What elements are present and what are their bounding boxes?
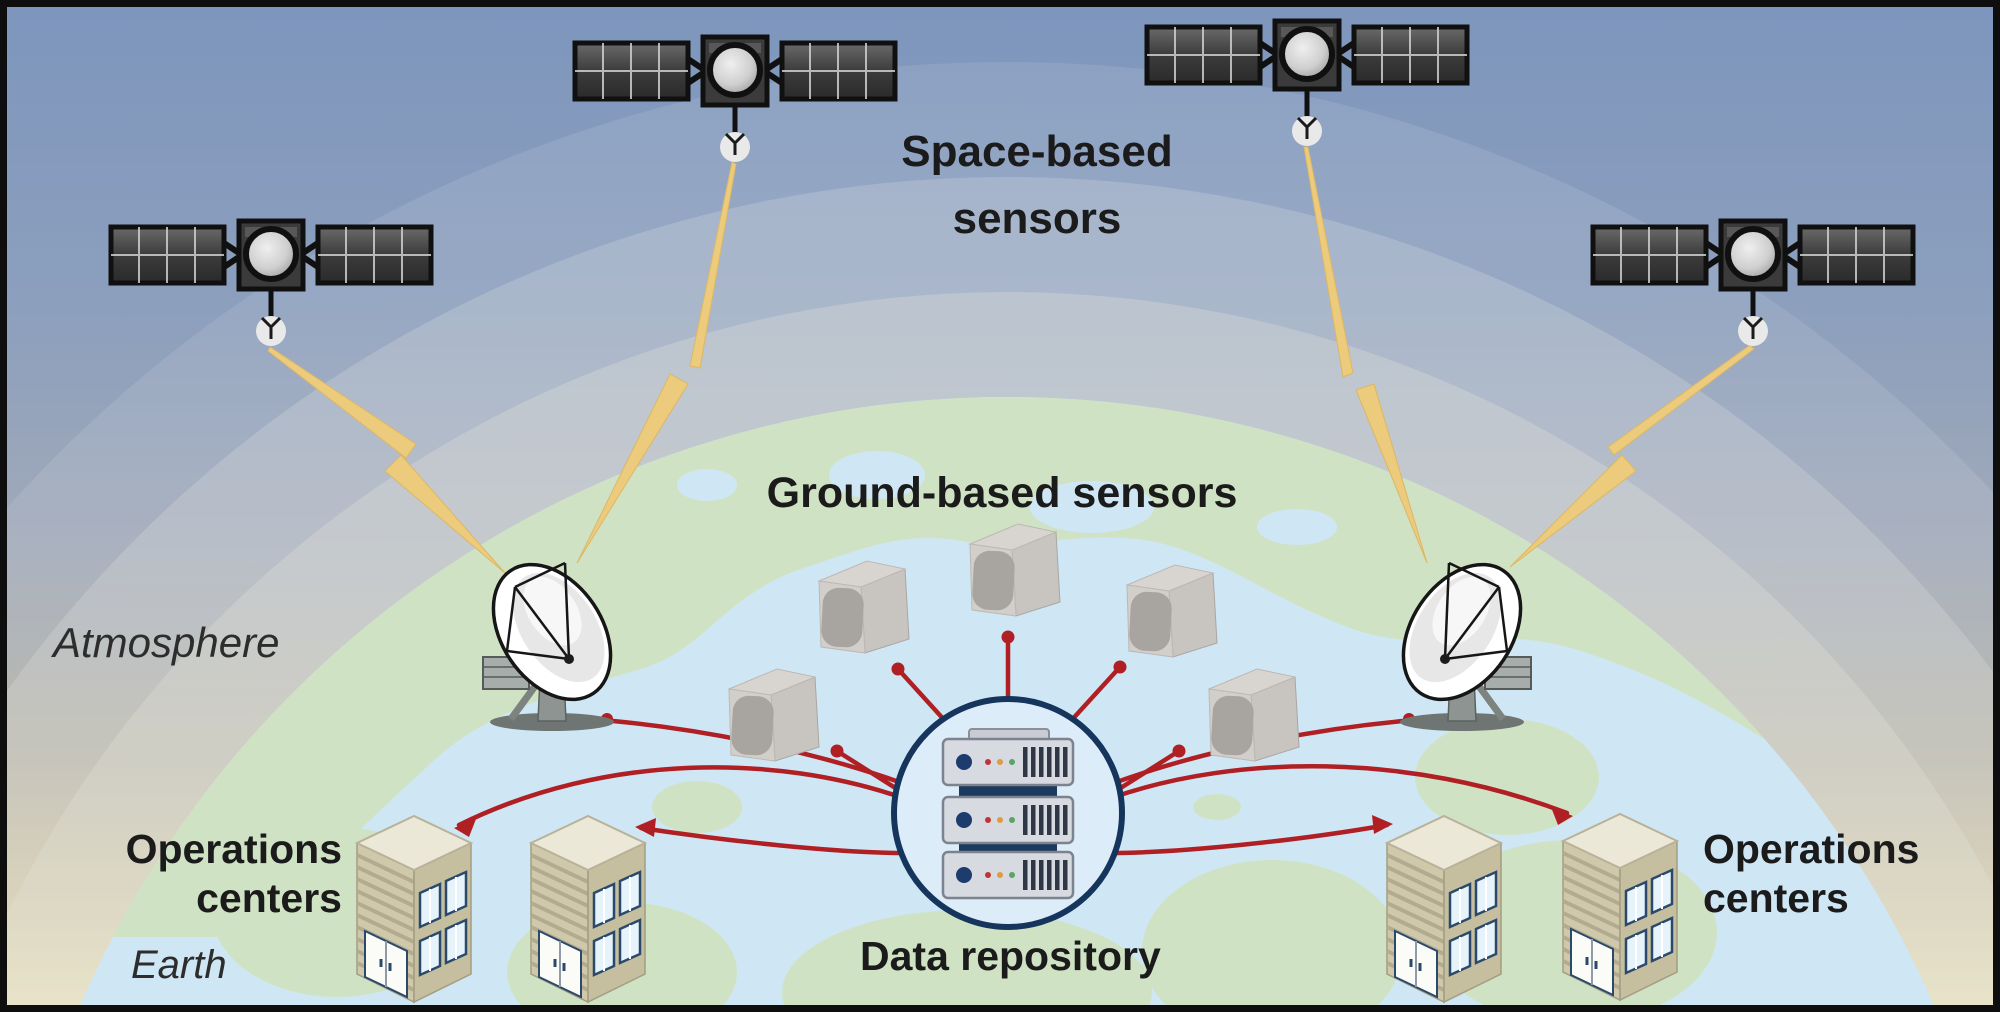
label-data-repository: Data repository [860, 933, 1161, 979]
operations-building-2 [529, 814, 647, 1004]
lightning-bolt-4 [1509, 344, 1755, 568]
server-unit-3 [941, 850, 1075, 900]
label-ops-left-line1: Operations [125, 826, 342, 872]
label-earth: Earth [131, 943, 227, 987]
arrowhead-left-building-1 [454, 819, 476, 837]
server-unit-1 [941, 737, 1075, 787]
label-ground-based-sensors: Ground-based sensors [766, 469, 1238, 517]
label-operations-centers-left: Operations centers [70, 825, 342, 923]
arrowhead-right-building-3 [1372, 815, 1393, 834]
operations-building-4 [1561, 812, 1679, 1002]
operations-building-3 [1385, 814, 1503, 1004]
label-ops-right-line1: Operations [1703, 826, 1920, 872]
sensor-link-dots [830, 630, 1186, 758]
diagram-art [7, 7, 1993, 1005]
label-atmosphere: Atmosphere [53, 619, 280, 666]
operations-building-1 [355, 814, 473, 1004]
label-ops-right-line2: centers [1703, 875, 1849, 922]
lightning-bolt-3 [1303, 146, 1428, 564]
arrowhead-left-building-2 [635, 818, 656, 837]
data-flow-endpoints [454, 713, 1573, 837]
label-operations-centers-right: Operations centers [1703, 825, 1993, 923]
label-space-line2: sensors [952, 193, 1122, 243]
label-ops-left-line2: centers [196, 875, 342, 922]
label-space-line1: Space-based [901, 127, 1173, 176]
arrowhead-right-building-4 [1551, 807, 1573, 825]
server-unit-2 [941, 795, 1075, 845]
data-repository [891, 696, 1125, 930]
server-separator-1 [959, 784, 1057, 798]
lightning-bolt-2 [576, 161, 737, 564]
label-space-based-sensors: Space-based sensors [887, 119, 1187, 253]
lightning-bolt-1 [267, 346, 506, 574]
downlink-bolts [267, 146, 1755, 574]
